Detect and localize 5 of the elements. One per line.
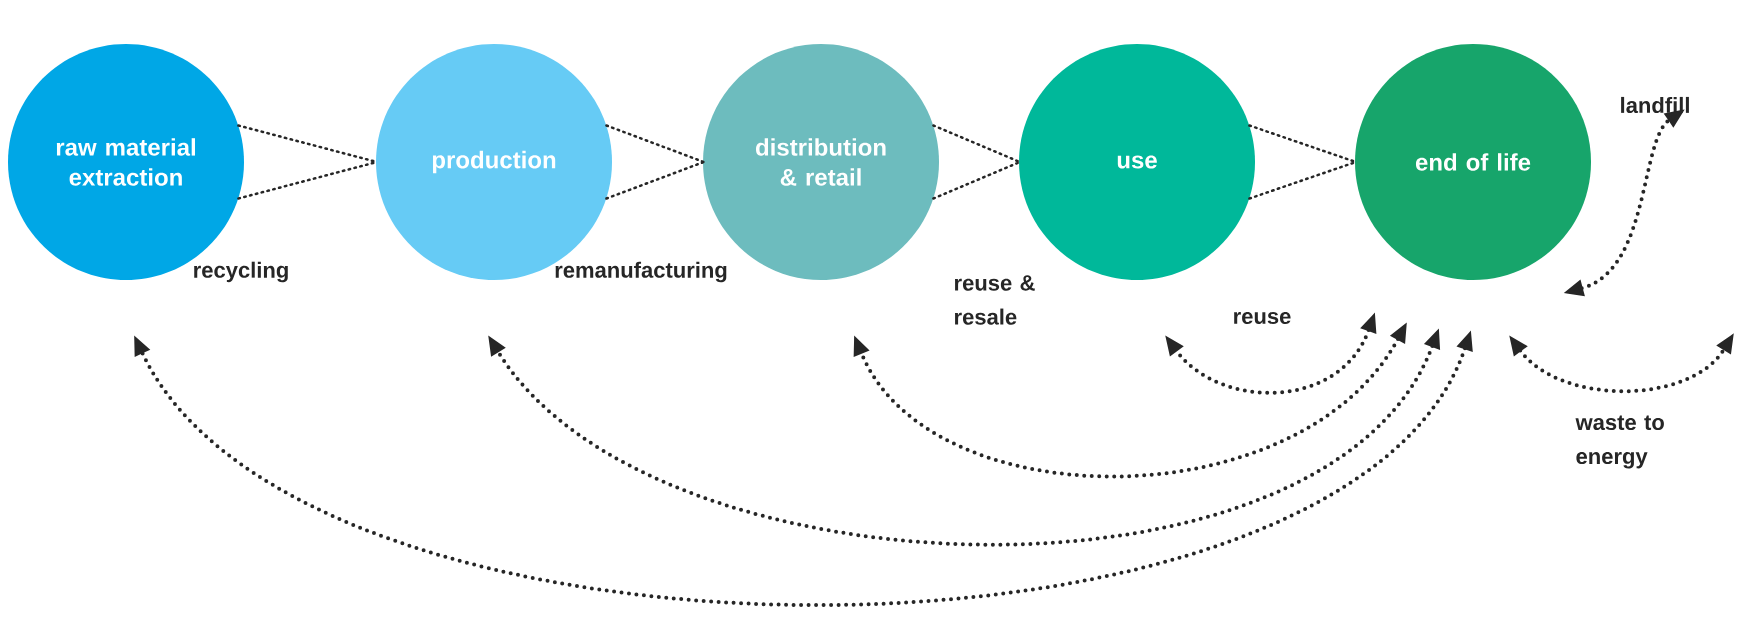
chevron xyxy=(932,124,1022,200)
node-text: landfill xyxy=(1621,96,1689,114)
edge-label: waste to energy xyxy=(1575,415,1664,469)
chevron xyxy=(605,124,706,200)
edge-label: reuse xyxy=(1234,311,1291,325)
